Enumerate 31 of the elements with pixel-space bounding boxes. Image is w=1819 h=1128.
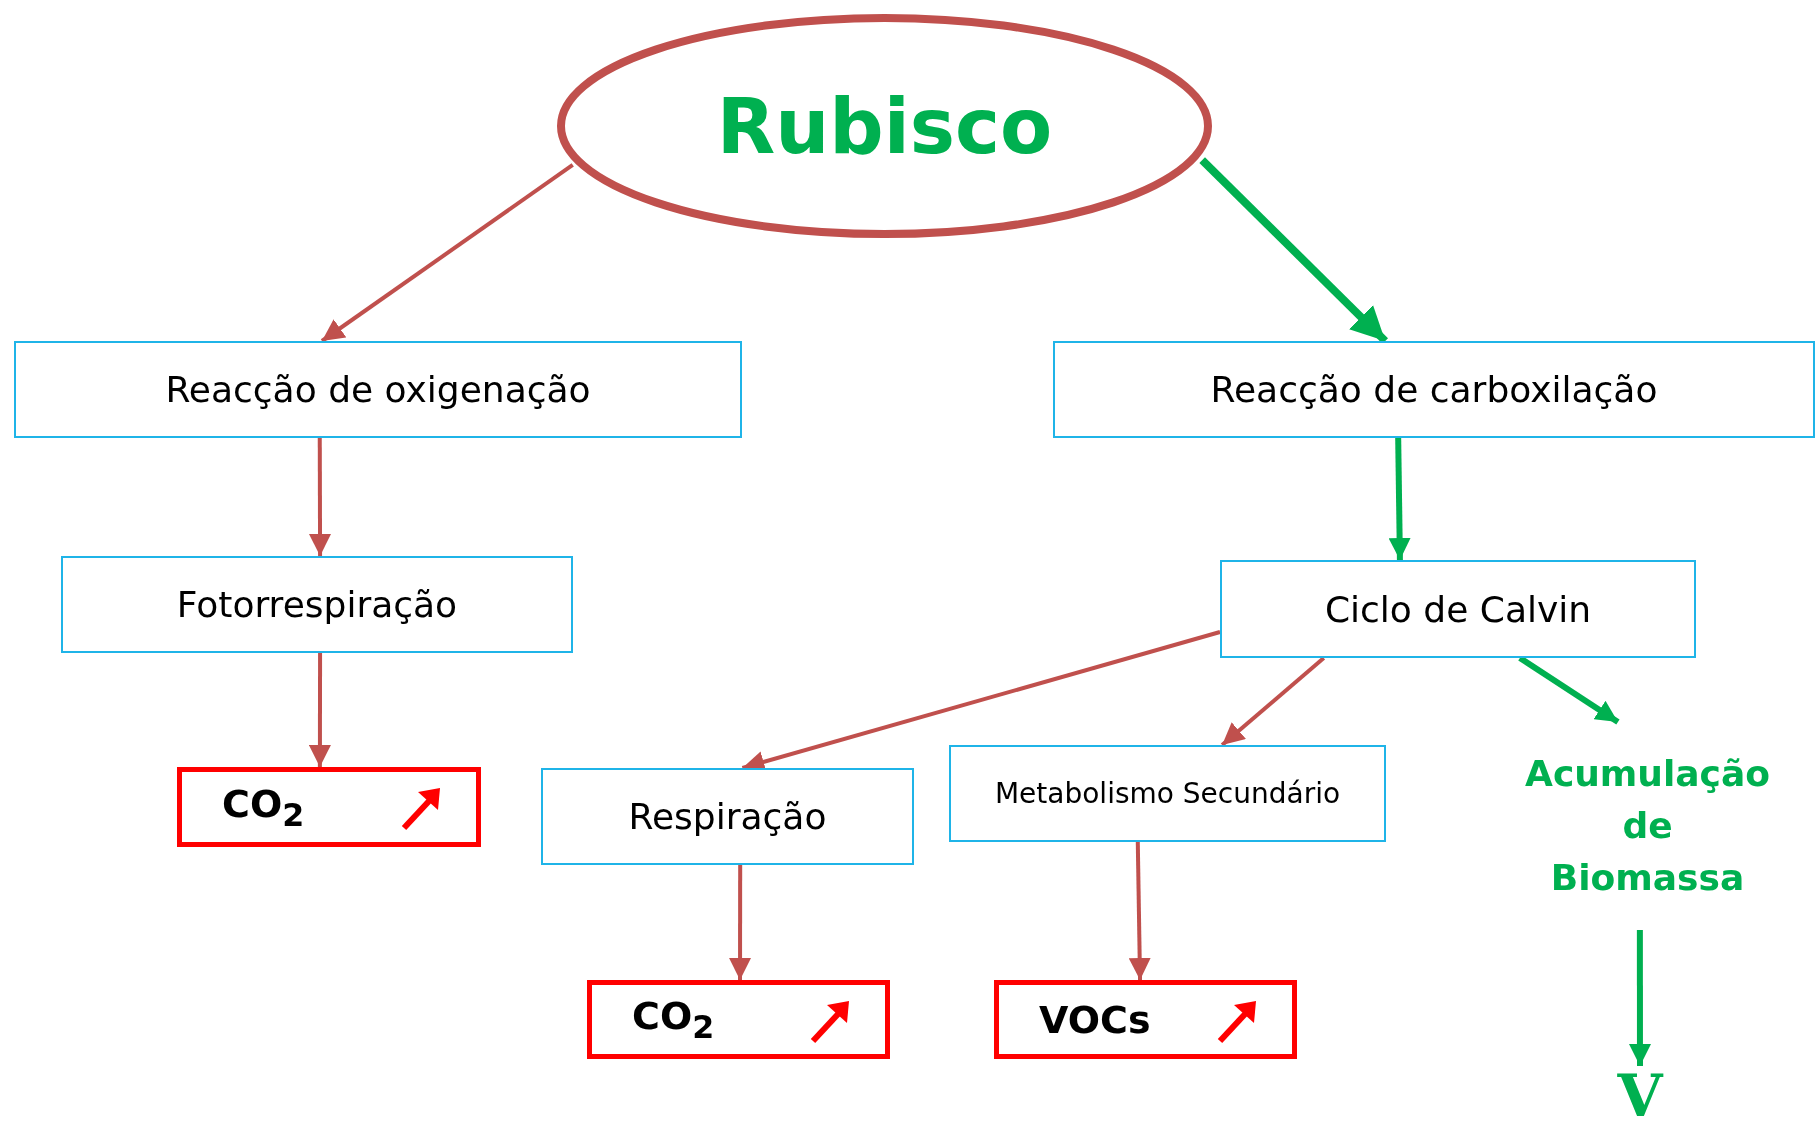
arrow [1199, 157, 1389, 344]
arrow [1629, 930, 1651, 1066]
node-label: Reacção de carboxilação [1210, 369, 1658, 410]
output-box [994, 980, 1297, 1059]
arrow [1388, 437, 1411, 561]
title-text: Rubisco [716, 81, 1053, 171]
process-box [541, 768, 914, 865]
arrow [308, 653, 331, 767]
arrow [309, 438, 331, 556]
node-label: CO$_{2}$ [632, 994, 715, 1045]
ellipse-node [557, 14, 1212, 238]
node-label: Ciclo de Calvin [1324, 588, 1592, 630]
output-box [587, 980, 890, 1059]
process-box [14, 341, 742, 438]
node-label: VOCs [1039, 997, 1151, 1042]
outcome-text: Acumulação de Biomassa [1524, 751, 1771, 901]
process-box [61, 556, 573, 653]
node-label: Respiração [628, 796, 827, 837]
arrow [320, 163, 574, 343]
symbol-text: V [1617, 1067, 1663, 1125]
arrow [729, 865, 752, 980]
process-box [1053, 341, 1815, 438]
arrow [1220, 656, 1326, 747]
arrow [1128, 841, 1151, 981]
process-box [949, 745, 1386, 842]
node-label: Metabolismo Secundário [994, 775, 1341, 812]
node-label: CO$_{2}$ [222, 781, 305, 833]
node-label: Fotorrespiração [176, 584, 458, 625]
output-box [177, 767, 481, 847]
process-box [1220, 560, 1696, 658]
node-label: Reacção de oxigenação [165, 369, 591, 410]
